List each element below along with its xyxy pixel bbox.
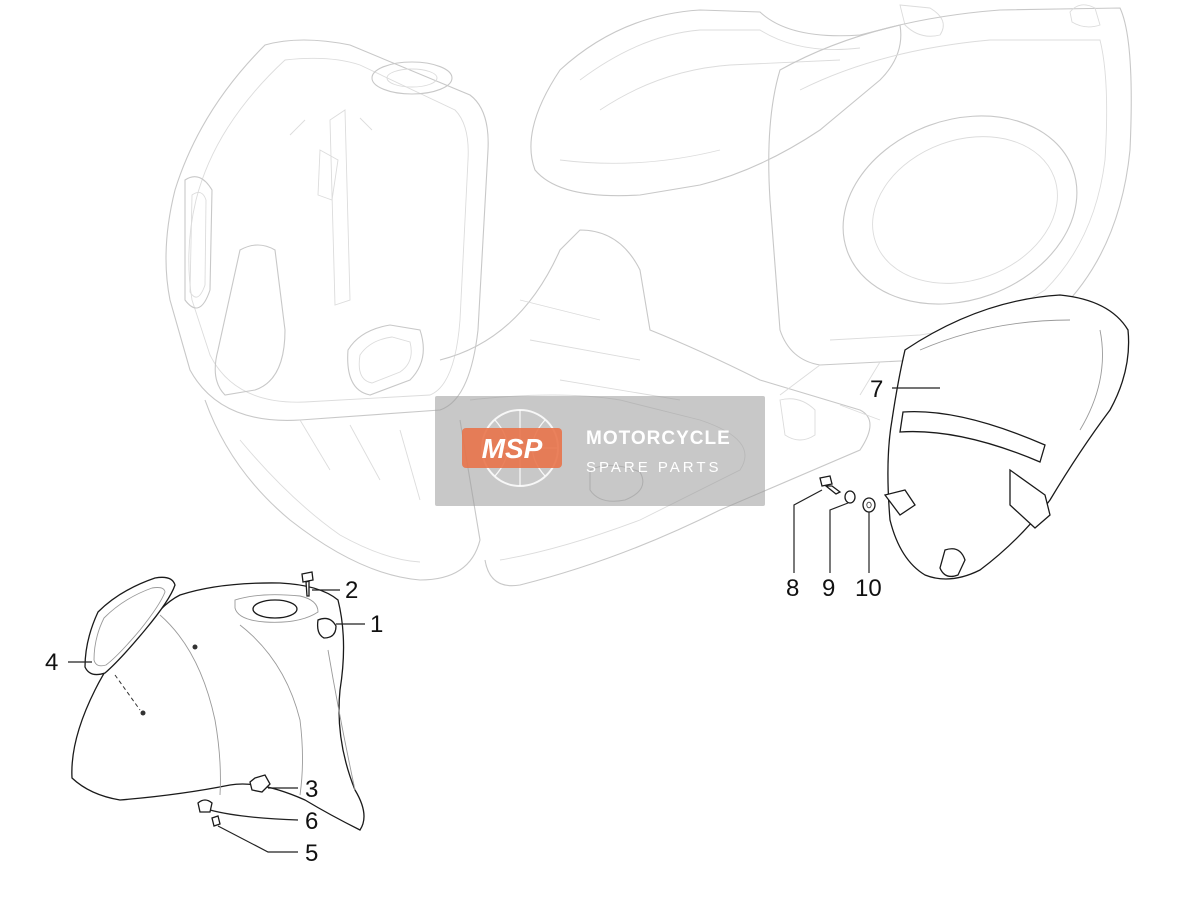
callout-6: 6: [305, 808, 318, 835]
watermark: MSP MOTORCYCLE SPARE PARTS: [435, 396, 765, 506]
callout-3: 3: [305, 776, 318, 803]
leader-9: [829, 502, 849, 573]
front-hardware: [197, 571, 314, 827]
watermark-subtitle: SPARE PARTS: [586, 459, 722, 476]
watermark-logo-text: MSP: [482, 433, 543, 464]
callout-10: 10: [855, 575, 882, 602]
leader-8: [793, 489, 823, 573]
front-mudguard: [71, 582, 365, 831]
callout-4: 4: [45, 649, 58, 676]
callout-8: 8: [786, 575, 799, 602]
rear-mudguard: [883, 294, 1130, 580]
callout-labels: 2 1 4 3 6 5 7 8 9 10: [45, 376, 883, 867]
callout-1: 1: [370, 611, 383, 638]
watermark-logo-badge: [462, 428, 562, 468]
mudguard-badge-panel: [84, 576, 176, 711]
rear-hardware: [819, 475, 876, 513]
watermark-title: MOTORCYCLE: [586, 428, 731, 449]
leader-5: [217, 825, 298, 853]
callout-7: 7: [870, 376, 883, 403]
callout-5: 5: [305, 840, 318, 867]
callout-9: 9: [822, 575, 835, 602]
callout-2: 2: [345, 577, 358, 604]
watermark-box: [435, 396, 765, 506]
leader-6: [209, 809, 299, 821]
leader-lines: [68, 387, 940, 853]
